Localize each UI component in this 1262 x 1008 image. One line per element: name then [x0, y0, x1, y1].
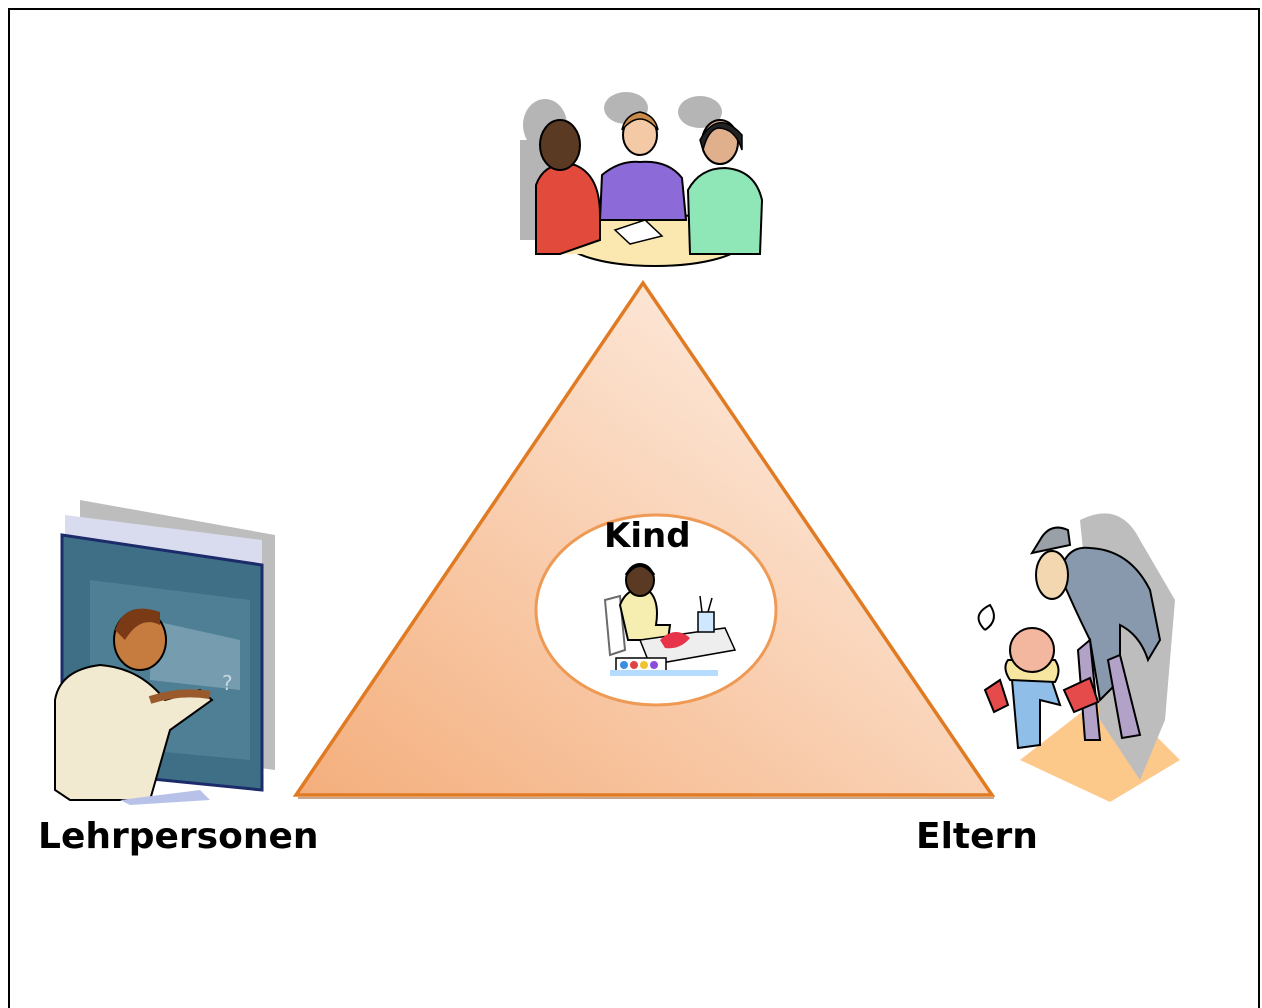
teacher-blackboard-icon: ? [54, 500, 275, 805]
svg-text:?: ? [222, 671, 233, 695]
meeting-people-icon [520, 92, 764, 267]
child-drawing-icon [602, 560, 737, 676]
child-label: Kind [604, 516, 691, 556]
parents-label: Eltern [916, 816, 1038, 857]
parent-child-icon [977, 513, 1180, 802]
teachers-label: Lehrpersonen [38, 816, 319, 857]
